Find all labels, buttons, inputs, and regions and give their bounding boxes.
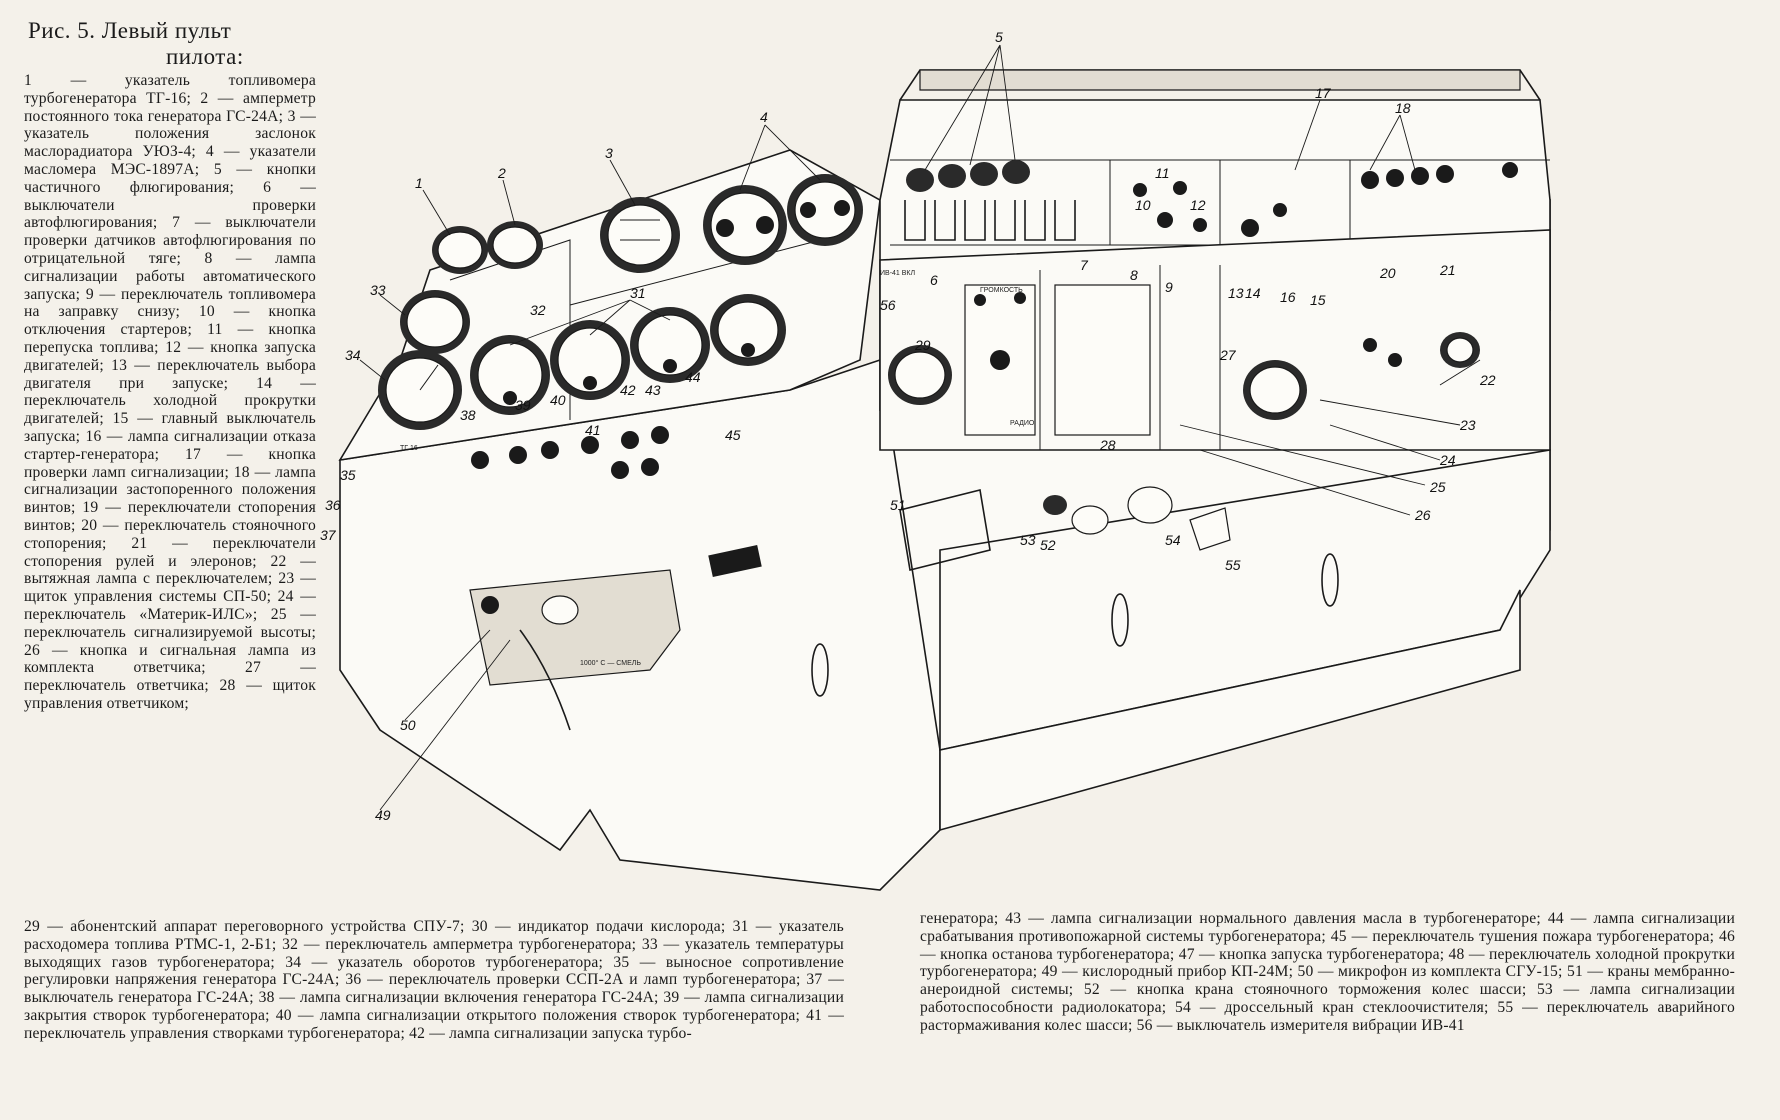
callout-29: 29 [914,337,931,353]
switch-row-6-7 [904,200,1076,241]
figure-title: Рис. 5. Левый пульт пилота: [28,18,318,70]
spu7-panel-29: ГРОМКОСТЬ РАДИО [964,284,1036,436]
callout-12: 12 [1190,197,1206,213]
callout-43: 43 [645,382,661,398]
extractor-lamp-22 [1440,332,1480,368]
callout-45: 45 [725,427,741,443]
gauge-31-flow-c [630,307,710,383]
oxygen-device-49: 1000° С — СМЕЛЬ [469,569,681,686]
callout-34: 34 [345,347,361,363]
figure-title-line2: пилота: [166,44,244,69]
start-panel-switches [1133,181,1287,237]
callout-17: 17 [1315,85,1332,101]
callout-50: 50 [400,717,416,733]
callout-42: 42 [620,382,636,398]
tg-control-lamps [471,426,669,479]
callout-40: 40 [550,392,566,408]
callout-44: 44 [685,369,701,385]
callout-7: 7 [1080,257,1089,273]
callout-31: 31 [630,285,646,301]
callout-56: 56 [880,297,896,313]
transponder-panel-28 [1054,284,1151,436]
radio-label: РАДИО [1010,420,1035,427]
leader-lines [359,44,1481,811]
oxygen-indicator-30 [888,345,952,405]
tormoz-label: 1000° С — СМЕЛЬ [580,659,641,667]
wiper-valve-54 [1127,486,1173,524]
gauge-3-uyuz4 [600,197,680,273]
parking-brake-52 [1071,505,1109,535]
callout-23: 23 [1459,417,1476,433]
iv41-label: ИВ-41 ВКЛ [880,270,916,277]
gauge-4-oil-a [703,185,787,265]
sp50-panel-23 [1243,338,1402,420]
callout-15: 15 [1310,292,1326,308]
callout-25: 25 [1429,479,1446,495]
callout-41: 41 [585,422,601,438]
gauge-31-flow-b [550,320,630,400]
callout-26: 26 [1414,507,1431,523]
gauge-33-egt [400,290,470,354]
callout-28: 28 [1099,437,1116,453]
callout-numbers: 1 2 3 4 5 6 7 8 9 10 11 12 13 14 15 16 1… [320,29,1496,823]
callout-51: 51 [890,497,906,513]
callout-20: 20 [1379,265,1396,281]
callout-14: 14 [1245,285,1261,301]
gauge-2-ammeter [487,221,543,269]
callout-13: 13 [1228,285,1244,301]
callout-49: 49 [375,807,391,823]
membrane-valves-51 [899,489,991,571]
callout-33: 33 [370,282,386,298]
gauge-31-flow-d [710,294,786,366]
callout-52: 52 [1040,537,1056,553]
gauge-1-fuel-tg16 [432,226,488,274]
gromkost-label: ГРОМКОСТЬ [980,287,1023,294]
legend-left-column: 1 — указатель топливомера турбогенератор… [24,72,316,712]
callout-4: 4 [760,109,768,125]
feather-buttons-5 [906,160,1030,192]
callout-2: 2 [497,165,506,181]
legend-bottom-left: 29 — абонентский аппарат переговорного у… [24,918,844,1042]
callout-38: 38 [460,407,476,423]
gauge-31-flow-a [470,335,550,415]
gauge-34-rpm [378,350,462,430]
callout-21: 21 [1439,262,1456,278]
figure-title-line1: Рис. 5. Левый пульт [28,18,232,43]
callout-39: 39 [515,397,531,413]
callout-5: 5 [995,30,1003,45]
callout-27: 27 [1219,347,1237,363]
callout-35: 35 [340,467,356,483]
tg16-label: ТГ 16 [400,445,418,452]
emergency-brake-55 [1189,507,1231,551]
callout-55: 55 [1225,557,1241,573]
prop-lock-lamps-18 [1361,162,1518,189]
callout-8: 8 [1130,267,1138,283]
callout-18: 18 [1395,100,1411,116]
callout-11: 11 [1155,165,1170,181]
callout-6: 6 [930,272,938,288]
callout-9: 9 [1165,279,1173,295]
callout-36: 36 [325,497,341,513]
gauge-4-oil-b [787,174,863,246]
callout-53: 53 [1020,532,1036,548]
legend-bottom-right: генератора; 43 — лампа сигнализации норм… [920,910,1735,1034]
callout-22: 22 [1479,372,1496,388]
callout-24: 24 [1439,452,1456,468]
microphone-cord-50 [519,629,571,731]
callout-32: 32 [530,302,546,318]
callout-1: 1 [415,175,423,191]
console-illustration: ГРОМКОСТЬ РАДИО ИВ-41 ВКЛ [320,29,1770,910]
callout-54: 54 [1165,532,1181,548]
callout-16: 16 [1280,289,1296,305]
callout-10: 10 [1135,197,1151,213]
radar-lamp-53 [1043,495,1067,515]
callout-37: 37 [320,527,337,543]
callout-3: 3 [605,145,613,161]
